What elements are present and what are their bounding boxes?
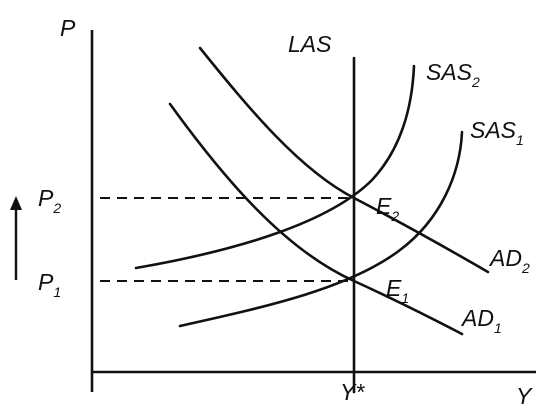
x-axis-label: Y [516,383,533,409]
y-axis-label: P [60,15,76,41]
sas2-label: SAS2 [426,59,480,90]
up-arrow-icon [10,196,22,280]
p2-label: P2 [38,185,61,216]
y-star-tick-label: Y* [340,379,365,405]
p1-label: P1 [38,269,61,300]
ad2-curve [198,46,490,274]
ad2-label: AD2 [488,245,530,276]
ad1-label: AD1 [460,305,502,336]
sas2-curve [134,64,416,270]
las-label: LAS [288,31,332,57]
ad1-curve [168,102,464,336]
e2-label: E2 [376,193,399,224]
e1-label: E1 [386,275,409,306]
sas1-curve [178,130,464,328]
sas1-label: SAS1 [470,117,524,148]
